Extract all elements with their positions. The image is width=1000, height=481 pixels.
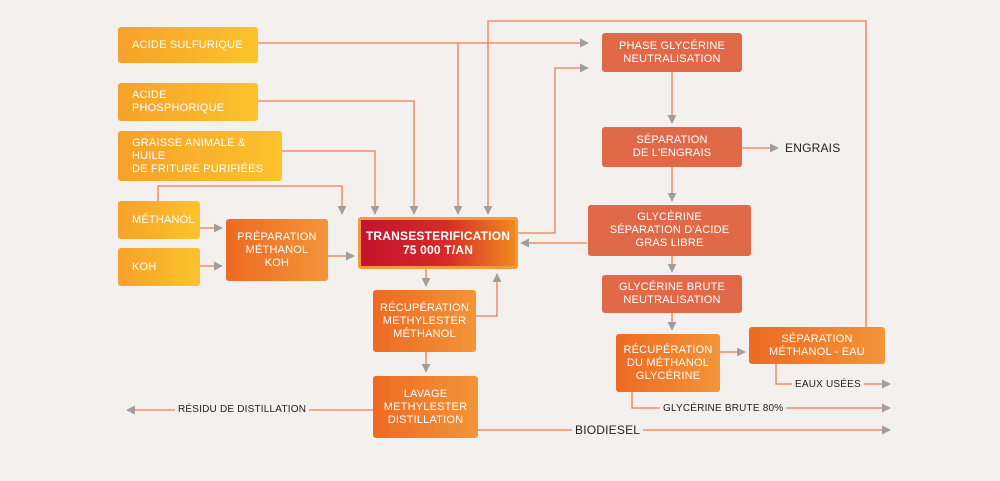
label-engrais: ENGRAIS [782, 141, 844, 155]
box-lavage-distillation: LAVAGE METHYLESTER DISTILLATION [373, 376, 478, 438]
line-graisse-trans [282, 150, 380, 215]
line-recup-glycerine80 [631, 392, 891, 413]
box-transesterification: TRANSESTERIFICATION 75 000 T/AN [358, 217, 518, 269]
box-separation-engrais: SÉPARATION DE L'ENGRAIS [602, 127, 742, 167]
box-acide-phosphorique: ACIDE PHOSPHORIQUE [118, 83, 258, 121]
label-residu-distillation: RÉSIDU DE DISTILLATION [175, 404, 310, 416]
box-koh: KOH [118, 248, 200, 286]
box-separation-methanol-eau: SÉPARATION MÉTHANOL - EAU [749, 327, 885, 364]
line-methanol-trans [157, 185, 347, 215]
line-recup-trans [476, 273, 502, 317]
box-recuperation-methanol-glycerine: RÉCUPÉRATION DU MÉTHANOL GLYCÉRINE [616, 334, 720, 392]
label-biodiesel: BIODIESEL [572, 423, 644, 437]
box-recuperation-methylester: RÉCUPÉRATION METHYLESTER MÉTHANOL [373, 290, 476, 352]
label-glycerine-brute-80: GLYCÉRINE BRUTE 80% [660, 403, 787, 415]
box-preparation-methanol-koh: PRÉPARATION MÉTHANOL KOH [226, 219, 328, 281]
box-acide-sulfurique: ACIDE SULFURIQUE [118, 27, 258, 63]
box-glycerine-separation-acide: GLYCÉRINE SÉPARATION D'ACIDE GRAS LIBRE [588, 205, 751, 256]
box-glycerine-brute-neutralisation: GLYCÉRINE BRUTE NEUTRALISATION [602, 275, 742, 313]
line-trans-phase [518, 63, 589, 234]
box-phase-glycerine: PHASE GLYCÉRINE NEUTRALISATION [602, 33, 742, 72]
label-eaux-usees: EAUX USÉES [792, 379, 864, 391]
box-methanol: MÉTHANOL [118, 201, 200, 239]
line-phosphorique-trans [258, 100, 419, 215]
line-loop-trans [483, 20, 867, 327]
box-graisse-animale: GRAISSE ANIMALE & HUILE DE FRITURE PURIF… [118, 131, 282, 181]
